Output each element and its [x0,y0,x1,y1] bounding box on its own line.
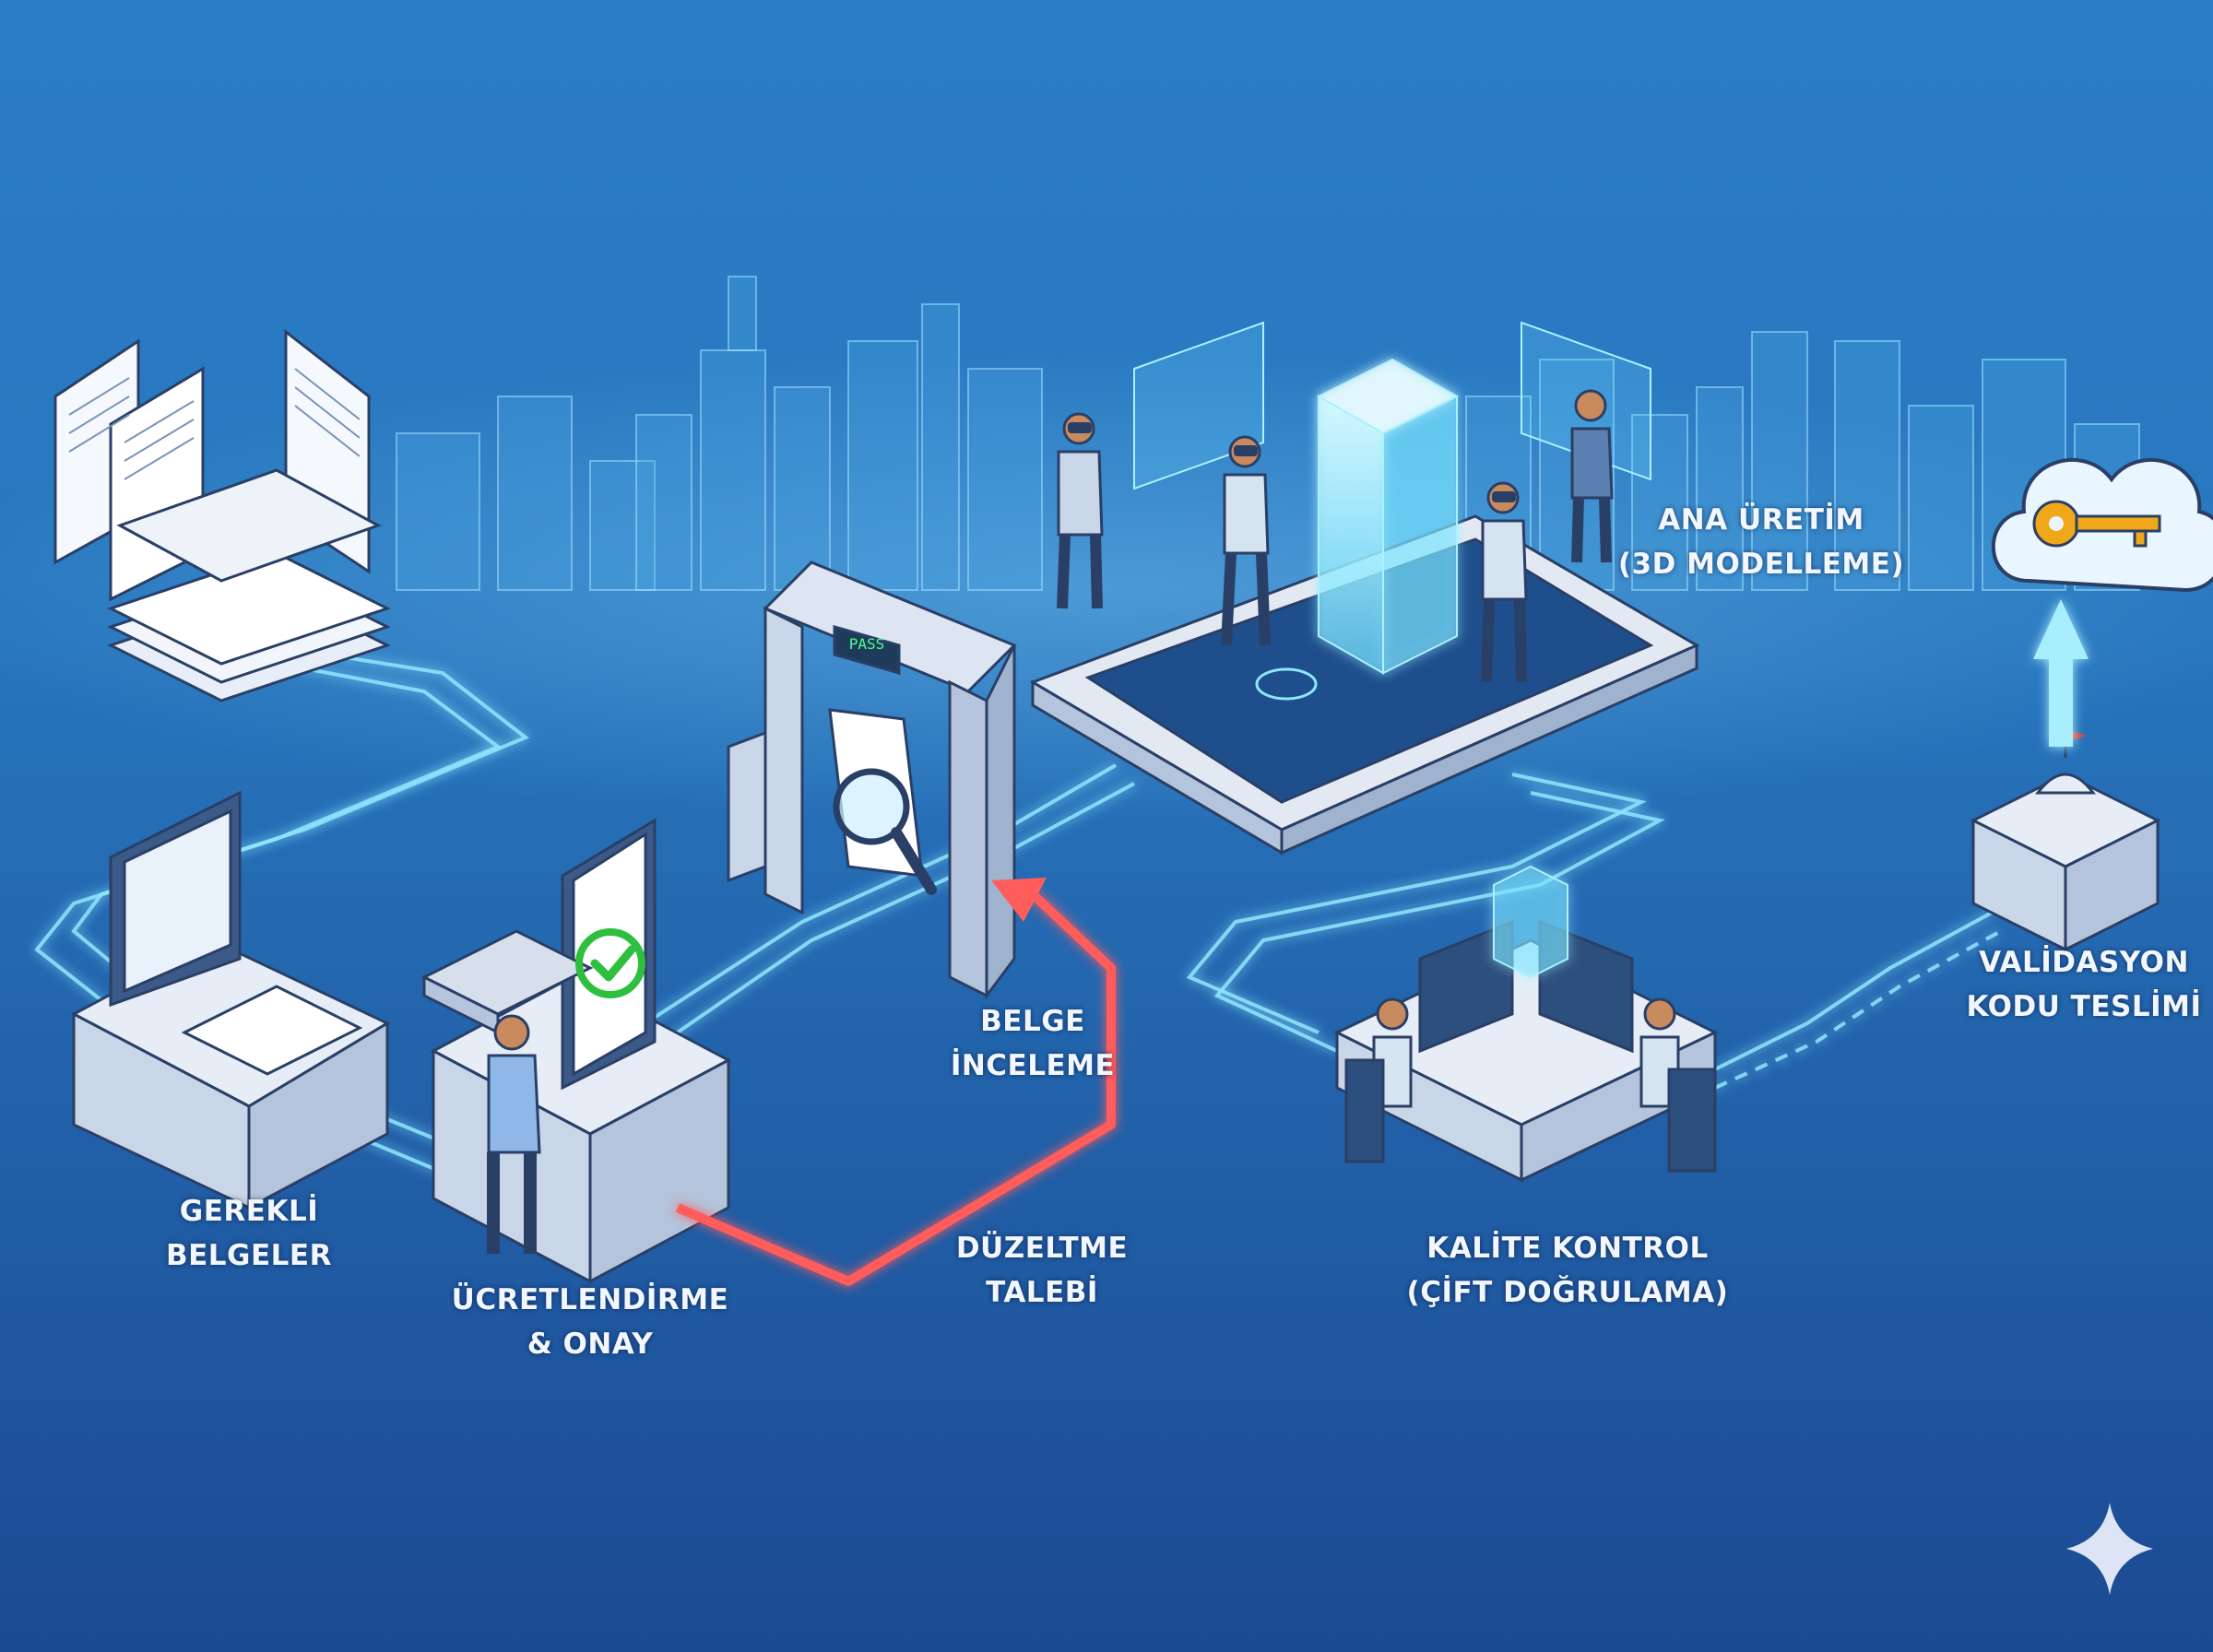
step-label-line: VALİDASYON [1979,946,2189,979]
step-label-line: GEREKLİ [179,1195,319,1228]
qc-person-left [1344,997,1413,1163]
vr-headset-icon [1057,389,1614,683]
step-label-line: TALEBİ [986,1276,1098,1309]
step-label-line: (3D MODELLEME) [1617,548,1905,581]
modeler-person-3 [1481,481,1528,683]
modeler-person-1 [1057,412,1104,609]
step-label-kalite-kontrol: KALİTE KONTROL (ÇİFT DOĞRULAMA) [1383,1226,1752,1315]
step-label-gerekli-belgeler: GEREKLİ BELGELER [129,1189,369,1278]
cashier-person [487,1014,541,1254]
step-label-line: & ONAY [527,1328,654,1361]
horizon-glow [0,350,2213,830]
step-label-line: KALİTE KONTROL [1426,1232,1709,1265]
step-label-belge-inceleme: BELGE İNCELEME [904,999,1162,1088]
step-label-line: ANA ÜRETİM [1658,503,1864,537]
magnifier-icon [833,768,937,895]
step-label-line: DÜZELTME [955,1232,1129,1265]
step-label-validasyon: VALİDASYON KODU TESLİMİ [1955,940,2213,1029]
step-label-duzeltme-talebi: DÜZELTME TALEBİ [931,1226,1153,1315]
3d-modeling-platform-icon [1029,514,1700,856]
sparkle-icon [2066,1503,2153,1595]
printer-scanner-icon [70,790,391,1210]
step-label-line: ÜCRETLENDİRME [451,1283,729,1316]
step-label-line: BELGELER [166,1239,332,1272]
cloud-key-icon [1991,457,2213,593]
gate-display-text: PASS [849,635,885,653]
upload-arrow-icon [2033,599,2089,747]
revision-arrow [676,878,1116,1286]
step-label-line: BELGE [980,1005,1085,1038]
step-label-line: (ÇİFT DOĞRULAMA) [1406,1276,1729,1309]
checkmark-icon [575,928,645,998]
qc-hologram [1493,865,1568,979]
modeler-person-4 [1570,389,1614,563]
step-label-ucretlendirme: ÜCRETLENDİRME & ONAY [396,1278,784,1366]
step-label-line: KODU TESLİMİ [1966,990,2202,1023]
step-label-ana-uretim: ANA ÜRETİM (3D MODELLEME) [1604,498,1918,586]
building-hologram-icon [1316,358,1460,675]
step-label-line: İNCELEME [950,1049,1116,1082]
modeler-person-2 [1221,435,1271,646]
qc-person-right [1639,997,1717,1173]
document-stack-icon [53,328,391,702]
